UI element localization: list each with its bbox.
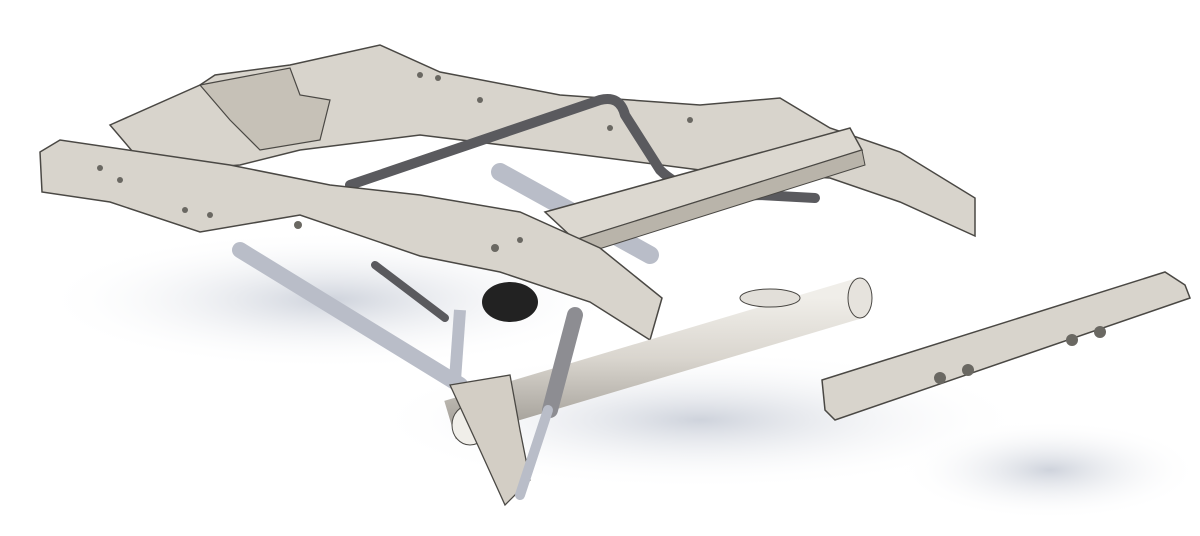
crossmember-hole <box>1066 334 1078 346</box>
axle-tube-end <box>847 277 873 319</box>
rear-crossmember-part <box>821 271 1191 421</box>
sway-bar-end-link <box>371 261 449 322</box>
spring-pad <box>739 288 801 308</box>
crossmember-hole <box>934 372 946 384</box>
frame-holes <box>97 72 693 252</box>
shock-absorber-body <box>542 307 583 418</box>
far-frame-rail-boxed-section <box>198 67 331 151</box>
crossmember-hole <box>1094 326 1106 338</box>
lower-link-bar <box>232 242 468 393</box>
shock-absorber-rod <box>515 405 553 500</box>
far-frame-rail <box>108 44 976 238</box>
crossmember-hole <box>962 364 974 376</box>
rear-axle-tube <box>444 278 866 440</box>
ground-shadow <box>900 420 1200 520</box>
sway-bar-drop-link <box>449 309 466 381</box>
air-spring-bag <box>482 282 538 322</box>
